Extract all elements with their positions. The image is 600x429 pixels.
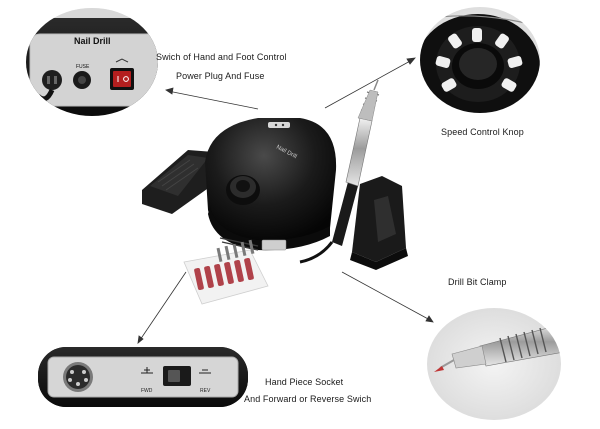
callout-reverse-text: And Forward or Reverse Swich (244, 394, 372, 404)
handpiece (299, 79, 380, 264)
callout-clamp-text: Drill Bit Clamp (448, 277, 507, 287)
rocker-switch-icon (110, 68, 134, 90)
socket-callout (38, 347, 248, 407)
grip-rings (499, 327, 547, 363)
power-socket-icon (42, 70, 62, 90)
control-unit (205, 118, 337, 251)
main-speed-knob (226, 175, 260, 205)
product-illustration (142, 79, 408, 305)
callout-speed-knob-text: Speed Control Knop (441, 127, 524, 137)
handpiece-socket-icon (63, 362, 93, 392)
clamp-callout (427, 308, 561, 420)
panel-title: Nail Drill (74, 36, 111, 46)
fwd-label: FWD (141, 388, 153, 394)
hand-foot-symbol-icon (115, 58, 129, 63)
drill-bit-kit (183, 239, 269, 305)
foot-pedal (142, 150, 214, 214)
direction-switch-icon (163, 366, 191, 386)
back-panel-callout (26, 8, 158, 116)
callout-arrows (137, 57, 434, 344)
drill-bits (216, 239, 255, 263)
rev-symbol-icon (199, 369, 211, 374)
knob-ridges (435, 28, 523, 92)
sanding-bands (194, 257, 254, 291)
callout-socket-text: Hand Piece Socket (265, 377, 344, 387)
fwd-symbol-icon (141, 367, 153, 374)
rev-label: REV (200, 388, 211, 394)
callout-switch-text: Swich of Hand and Foot Control (156, 52, 287, 62)
callout-power-text: Power Plug And Fuse (176, 71, 265, 81)
fuse-holder-icon (73, 71, 91, 89)
fuse-label: FUSE (76, 64, 90, 70)
handpiece-holder (350, 176, 408, 270)
speed-knob-callout (420, 7, 540, 113)
